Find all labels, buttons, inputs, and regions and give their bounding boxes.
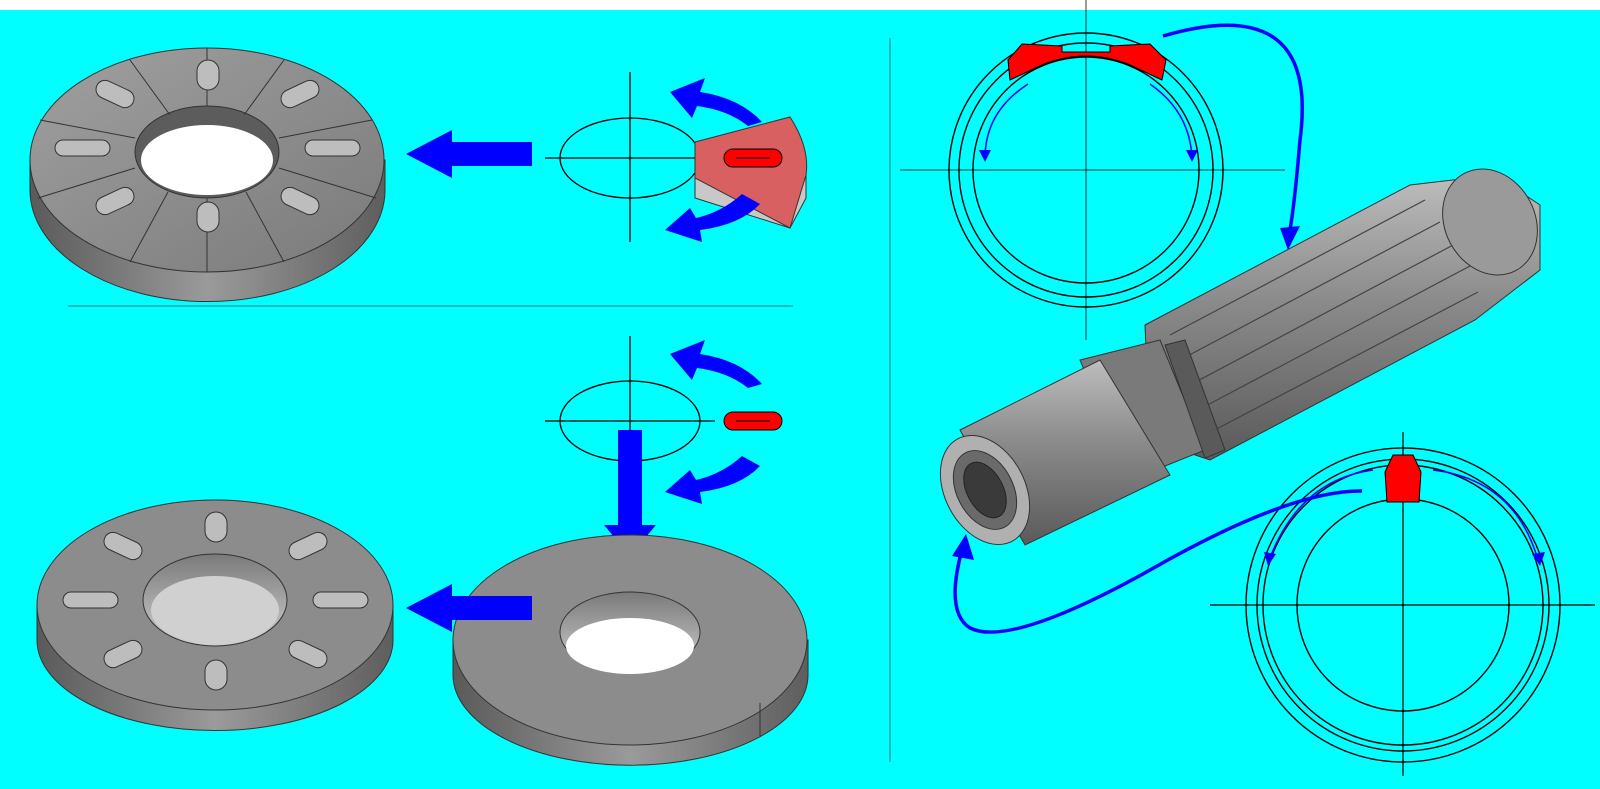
flow-arrow-icon [604,430,656,556]
flow-arrow-icon [1162,23,1305,231]
rotate-arrow-icon [1149,83,1193,159]
flow-arrow-icon [406,130,532,178]
rotate-arrow-icon [670,78,762,126]
plain-washer-part [452,534,809,766]
rotate-arrow-icon [665,456,760,504]
rotate-arrow-icon [984,83,1029,159]
spline-tooth-red [1007,43,1167,81]
rotate-arrow-icon [665,194,760,242]
spline-tooth-red [1384,454,1422,503]
patterned-washer-part [36,499,394,731]
flow-arrow-icon [953,489,1363,634]
splined-shaft-part [939,168,1541,546]
rotate-arrow-icon [1432,469,1539,561]
rotate-arrow-icon [670,340,762,388]
ring-cross-section-top [900,0,1285,340]
segmented-ring-part [29,47,386,303]
flow-arrow-icon [406,584,532,632]
